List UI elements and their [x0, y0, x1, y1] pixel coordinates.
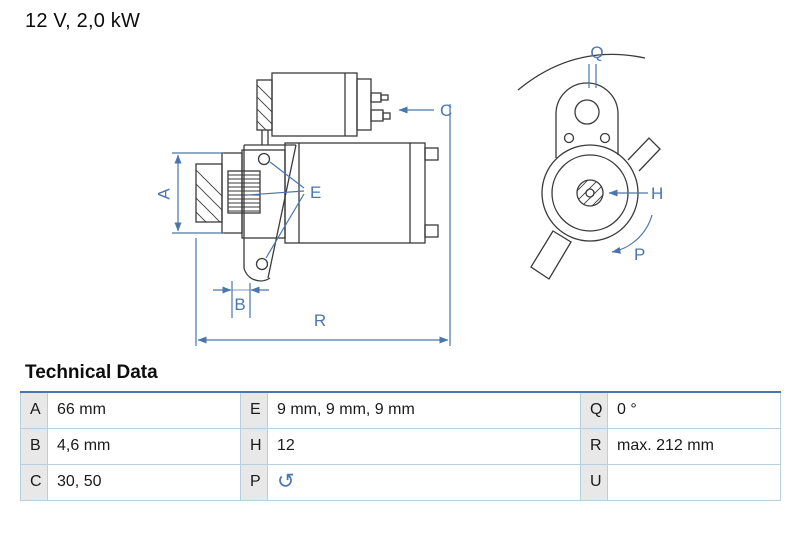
solenoid-hatch	[257, 84, 272, 130]
dim-label-e: E	[310, 183, 321, 202]
starter-side-view	[195, 72, 439, 282]
dim-a	[172, 152, 224, 234]
param-key-q: Q	[580, 391, 608, 429]
param-value-h: 12	[267, 427, 581, 465]
dim-e-leaders	[247, 161, 305, 259]
terminal-stud	[370, 109, 384, 122]
solenoid	[256, 72, 391, 145]
table-row: B 4,6 mm H 12 R max. 212 mm	[20, 427, 781, 465]
technical-data-table: A 66 mm E 9 mm, 9 mm, 9 mm Q 0 ° B 4,6 m…	[20, 391, 781, 501]
rotation-ccw-icon: ↺	[277, 469, 295, 493]
end-flange	[555, 82, 619, 158]
table-row: A 66 mm E 9 mm, 9 mm, 9 mm Q 0 °	[20, 391, 781, 429]
flange-hole	[599, 132, 611, 144]
dim-label-r: R	[314, 311, 326, 330]
technical-data-section: A 66 mm E 9 mm, 9 mm, 9 mm Q 0 ° B 4,6 m…	[20, 391, 781, 501]
dim-label-p: P	[634, 245, 645, 264]
dimension-annotations	[172, 64, 653, 346]
flange-hole	[255, 257, 269, 271]
param-key-c: C	[20, 463, 48, 501]
dim-label-q: Q	[590, 43, 603, 62]
terminal-stud	[382, 112, 391, 120]
page-title: 12 V, 2,0 kW	[25, 10, 141, 32]
param-key-a: A	[20, 391, 48, 429]
param-key-h: H	[240, 427, 268, 465]
drive-end-housing	[195, 149, 286, 239]
mounting-flange	[243, 144, 297, 282]
dim-label-b: B	[234, 295, 245, 314]
param-key-e: E	[240, 391, 268, 429]
technical-drawing: A B C E R Q H P	[154, 43, 663, 346]
dim-r	[195, 104, 451, 346]
flange-hole	[574, 99, 600, 125]
terminal-stud	[380, 94, 389, 101]
param-value-a: 66 mm	[47, 391, 241, 429]
side-tab	[627, 137, 661, 172]
param-value-u	[607, 463, 781, 501]
dim-p-arc	[611, 214, 653, 254]
motor-body	[284, 142, 439, 244]
technical-data-heading: Technical Data	[25, 362, 158, 383]
param-value-c: 30, 50	[47, 463, 241, 501]
dim-q-ticks	[588, 64, 597, 88]
param-value-b: 4,6 mm	[47, 427, 241, 465]
param-value-e: 9 mm, 9 mm, 9 mm	[267, 391, 581, 429]
dim-b	[213, 281, 269, 318]
param-key-p: P	[240, 463, 268, 501]
dim-label-a: A	[154, 188, 173, 200]
lever-bracket	[530, 230, 572, 280]
terminal-stud	[370, 92, 382, 103]
param-key-b: B	[20, 427, 48, 465]
shaft-hatch	[577, 180, 603, 206]
param-value-p: ↺	[267, 463, 581, 501]
nose-hatch	[196, 169, 222, 222]
param-value-r: max. 212 mm	[607, 427, 781, 465]
param-value-q: 0 °	[607, 391, 781, 429]
dim-label-h: H	[651, 184, 663, 203]
dimension-labels: A B C E R Q H P	[154, 43, 663, 330]
table-row: C 30, 50 P ↺ U	[20, 463, 781, 501]
q-angle-arc	[517, 53, 646, 91]
flange-hole	[563, 132, 575, 144]
param-key-u: U	[580, 463, 608, 501]
param-key-r: R	[580, 427, 608, 465]
dim-label-c: C	[440, 101, 452, 120]
flange-hole	[257, 152, 271, 166]
